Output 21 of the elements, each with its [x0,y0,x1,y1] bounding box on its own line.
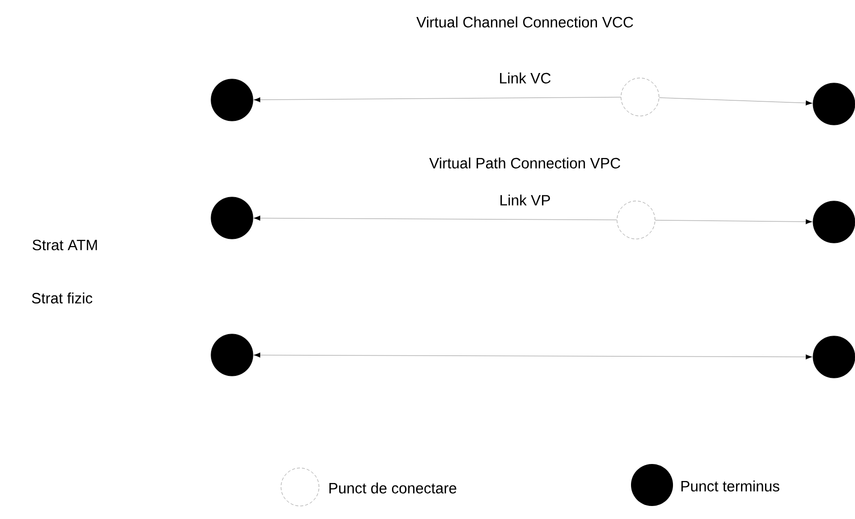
label-text: Virtual Path Connection VPC [429,158,620,168]
terminus-dot [812,336,855,378]
label-text: Virtual Channel Connection VCC [416,16,634,28]
terminus-dot [210,196,254,240]
legend-label: Punct de conectare [329,482,456,494]
terminus-dot [812,200,855,244]
label-text: Strat fizic [32,292,92,304]
arrow [655,219,812,224]
label-text: Link VP [500,194,550,206]
terminus-dot [210,334,254,376]
arrow [254,97,621,102]
arrow [254,216,617,221]
connection-circle [616,200,656,240]
terminus-dot [210,78,254,122]
arrow [659,98,812,106]
terminus-dot [812,82,855,126]
arrow [254,352,812,360]
legend-label: Punct terminus [681,480,780,492]
label-text: Strat ATM [32,240,97,250]
connection-circle [620,78,660,116]
label-text: Link VC [500,72,551,84]
